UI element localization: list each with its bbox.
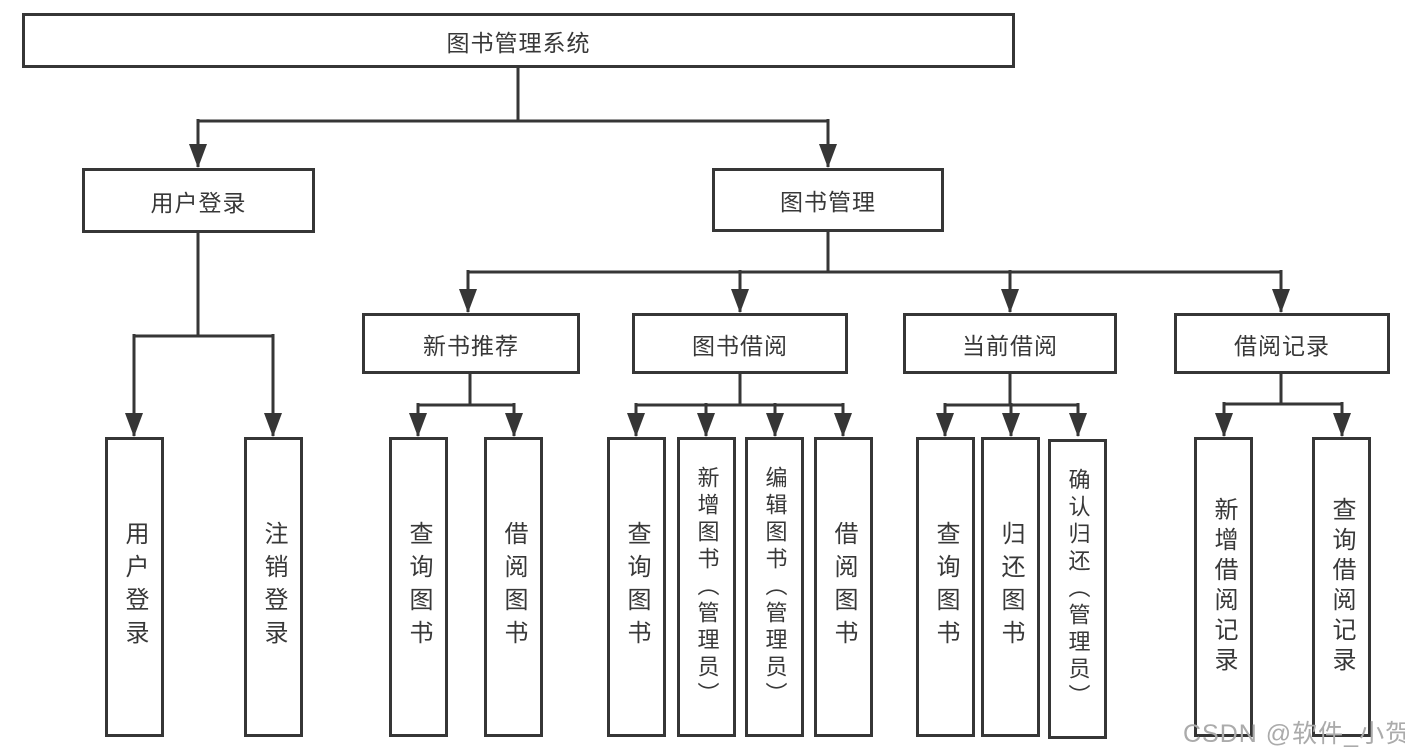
leaf-user-login: 用户登录 [105,437,164,737]
node-user-login: 用户登录 [82,168,315,233]
node-new-book-recommend: 新书推荐 [362,313,580,374]
leaf-cb-return-book: 归还图书 [981,437,1040,737]
leaf-bb-edit-book-admin: 编辑图书（管理员） [745,437,804,737]
leaf-nbr-borrow-book: 借阅图书 [484,437,543,737]
leaf-bb-query-book: 查询图书 [607,437,666,737]
node-book-mgmt: 图书管理 [712,168,944,232]
node-borrow-record: 借阅记录 [1174,313,1390,374]
leaf-bb-add-book-admin: 新增图书（管理员） [677,437,736,737]
connector-book-borrow-trunk [636,374,843,407]
connector-current-borrow-trunk [945,374,1078,407]
leaf-bb-borrow-book: 借阅图书 [814,437,873,737]
connector-user-login-trunk [133,233,273,338]
leaf-br-query-record: 查询借阅记录 [1312,437,1371,737]
node-current-borrow: 当前借阅 [903,313,1117,374]
leaf-logout: 注销登录 [244,437,303,737]
csdn-watermark: CSDN @软件_小贺同学 [1183,720,1405,747]
node-book-borrow: 图书借阅 [632,313,848,374]
connector-borrow-record-trunk [1224,374,1342,406]
leaf-cb-query-book: 查询图书 [916,437,975,737]
leaf-cb-confirm-return-admin: 确认归还（管理员） [1048,439,1107,739]
connector-new-book-trunk [418,374,514,407]
connector-book-mgmt-trunk [468,232,1281,274]
node-root-system: 图书管理系统 [22,13,1015,68]
leaf-br-add-record: 新增借阅记录 [1194,437,1253,737]
connector-root-trunk [197,68,828,123]
leaf-nbr-query-book: 查询图书 [389,437,448,737]
